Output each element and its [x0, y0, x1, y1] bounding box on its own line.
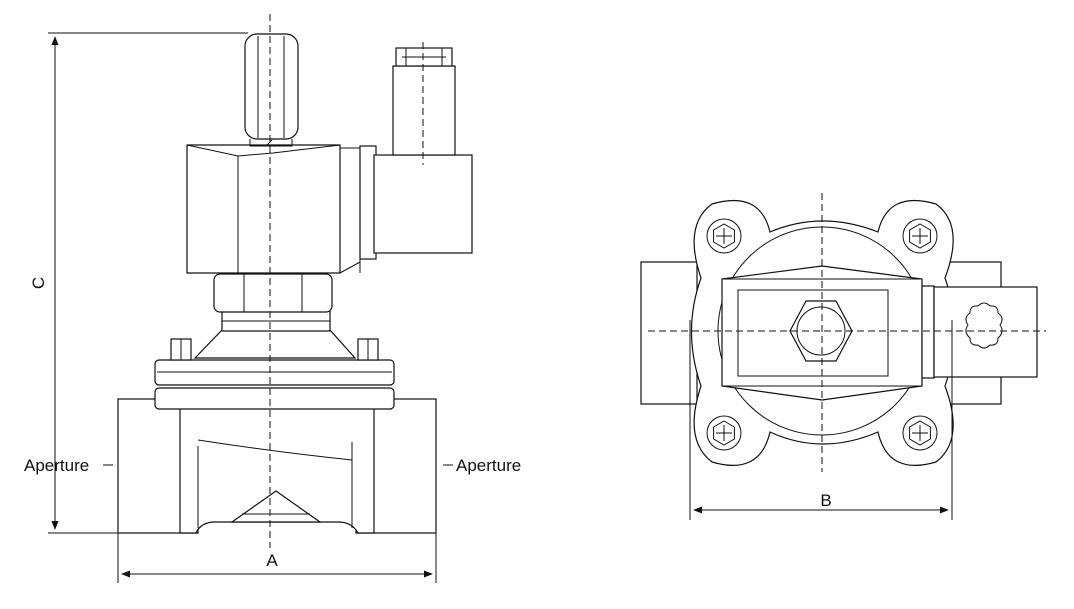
- gland-star: [965, 302, 1003, 349]
- top-cap: [244, 33, 299, 140]
- hex-nut: [213, 273, 333, 313]
- dim-b-label: B: [820, 491, 831, 510]
- top-view: B: [640, 193, 1046, 520]
- valve-body: [179, 407, 375, 534]
- cable-gland: [392, 65, 456, 156]
- aperture-right-label: Aperture: [456, 456, 521, 475]
- aperture-left-label: Aperture: [24, 456, 89, 475]
- bolt-bottom-right: [902, 415, 938, 451]
- bolt-top-right: [902, 218, 938, 254]
- dim-a-label: A: [266, 551, 278, 570]
- side-view: C A Aperture Aperture: [24, 14, 521, 583]
- bolt-bottom-left: [706, 415, 742, 451]
- top-left-port: [640, 261, 698, 405]
- top-connector: [933, 286, 1038, 378]
- bolt-top-left: [706, 218, 742, 254]
- dim-c-label: C: [29, 277, 48, 289]
- bonnet: [193, 329, 357, 359]
- coil-housing: [186, 144, 341, 274]
- lower-flange: [154, 387, 395, 410]
- center-hex-nut: [789, 300, 853, 362]
